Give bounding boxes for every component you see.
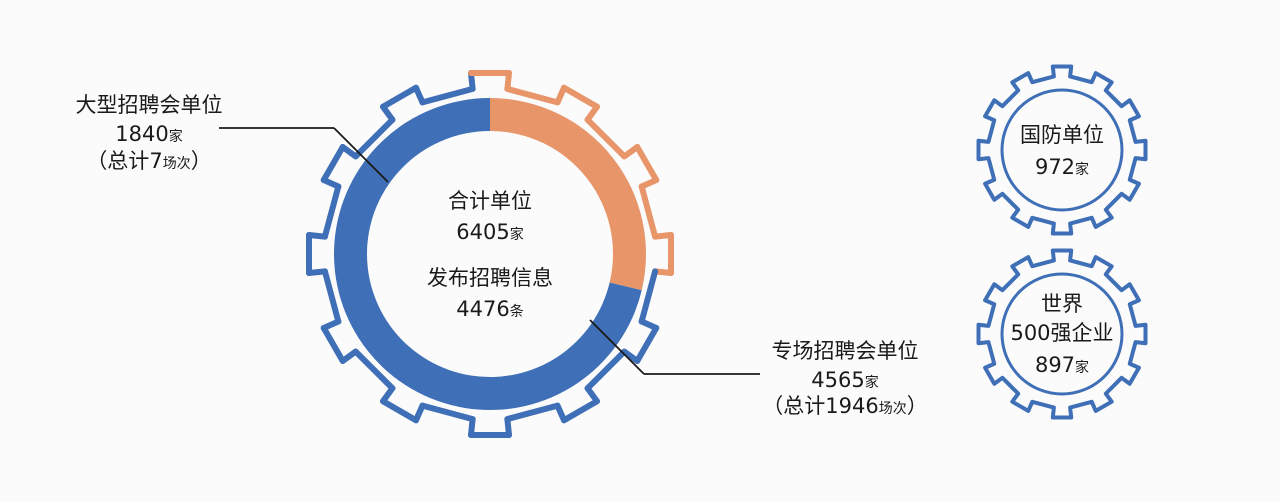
center-label-info-title: 发布招聘信息 bbox=[427, 266, 553, 290]
defense-units-inner-ring bbox=[1000, 88, 1124, 212]
gear-outline-segment bbox=[380, 84, 419, 110]
gear-outline-segment bbox=[321, 268, 342, 325]
gear-outline-segment bbox=[561, 84, 600, 110]
gear-outline-segment bbox=[634, 325, 660, 364]
left-leader-line bbox=[333, 127, 389, 183]
gear-outline-segment bbox=[321, 183, 342, 240]
fortune-500-value: 897家 bbox=[1035, 353, 1089, 377]
gear-outline-segment bbox=[561, 398, 600, 424]
right-leader-line bbox=[589, 319, 645, 375]
gear-outline-segment bbox=[320, 144, 346, 183]
gear-outline-segment bbox=[504, 85, 561, 106]
large-fair-slice bbox=[490, 98, 646, 291]
fortune-500-outer-gear bbox=[976, 248, 1148, 420]
left-slice-label: 大型招聘会单位 bbox=[76, 93, 223, 117]
gear-outline-segment bbox=[634, 144, 660, 183]
defense-units-gear: 国防单位 972家 bbox=[976, 64, 1148, 236]
gear-outline-segment bbox=[638, 183, 659, 240]
fortune-500-label-line1: 世界 bbox=[1041, 292, 1083, 316]
right-slice-note: （总计1946场次） bbox=[762, 394, 927, 418]
defense-units-outer-gear bbox=[976, 64, 1148, 236]
gear-outline-segment bbox=[504, 402, 561, 423]
gear-outline-segment bbox=[352, 348, 396, 392]
left-slice-note: （总计7场次） bbox=[86, 149, 211, 173]
fortune-500-inner-ring bbox=[1000, 272, 1124, 396]
gear-outline-segment bbox=[320, 325, 346, 364]
center-label-title: 合计单位 bbox=[448, 189, 532, 213]
defense-units-value: 972家 bbox=[1035, 155, 1089, 179]
gear-outline-segment bbox=[584, 348, 628, 392]
gear-outline-segment bbox=[638, 268, 659, 325]
main-gear-chart: 合计单位 6405家 发布招聘信息 4476条 大型招聘会单位 1840家 （总… bbox=[76, 69, 928, 439]
gear-outline-segment bbox=[419, 402, 476, 423]
fortune-500-label-line2: 500强企业 bbox=[1010, 321, 1113, 345]
center-label-info-value: 4476条 bbox=[456, 297, 523, 321]
left-slice-value: 1840家 bbox=[115, 122, 182, 146]
right-slice-label: 专场招聘会单位 bbox=[772, 339, 919, 363]
gear-outline-segment bbox=[380, 398, 419, 424]
fortune-500-gear: 世界 500强企业 897家 bbox=[976, 248, 1148, 420]
gear-outline-segment bbox=[584, 116, 628, 160]
gear-outline-segment bbox=[352, 116, 396, 160]
gear-outline-segment bbox=[419, 85, 476, 106]
defense-units-label: 国防单位 bbox=[1020, 123, 1104, 147]
right-slice-value: 4565家 bbox=[811, 368, 878, 392]
center-label-total: 6405家 bbox=[456, 220, 523, 244]
